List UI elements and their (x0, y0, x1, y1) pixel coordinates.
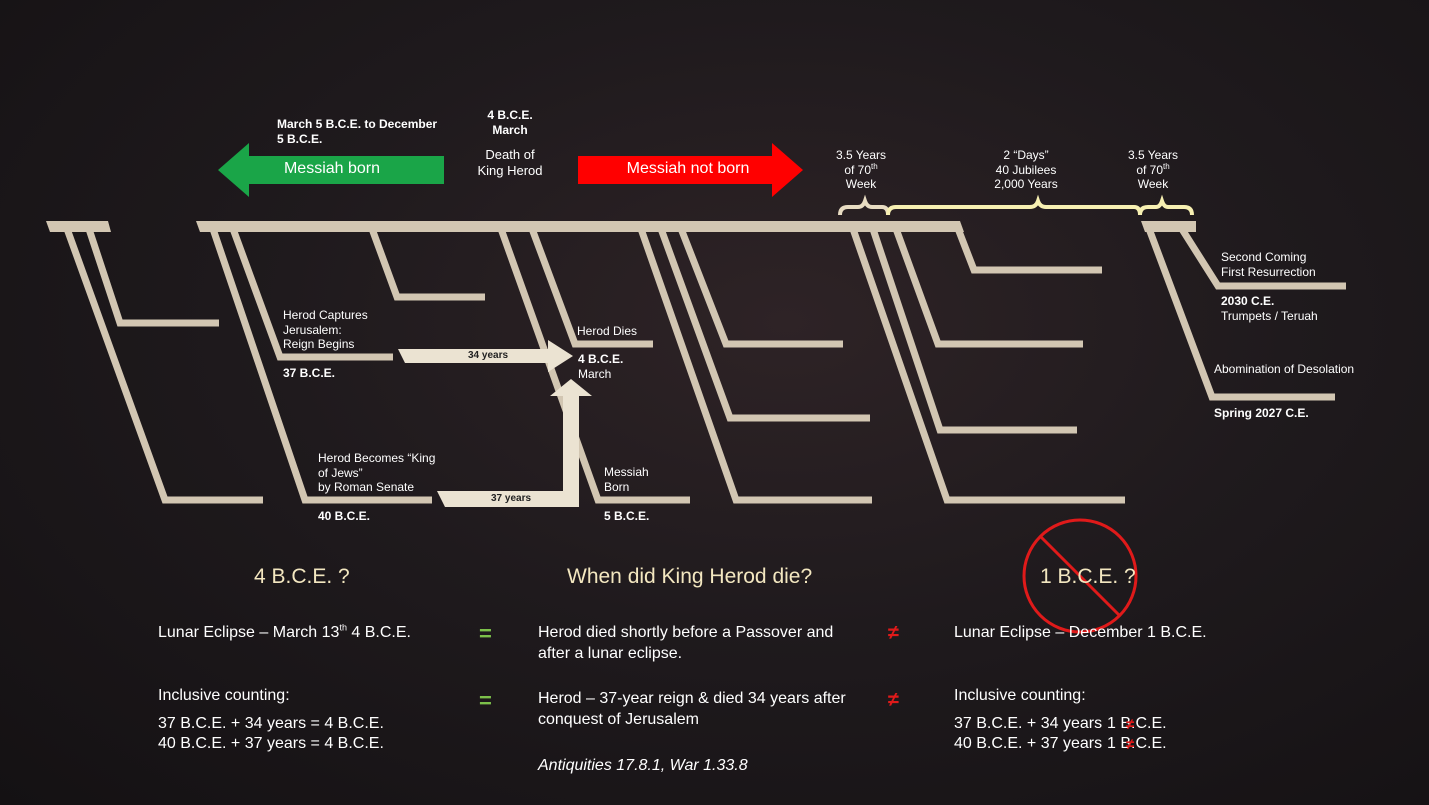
messiah-born-arrow (218, 143, 444, 197)
not-equal-sign-1: ≠ (888, 622, 899, 644)
row2-right-results: 1 B.C.E.1 B.C.E. (1107, 715, 1167, 752)
branch-d4 (953, 224, 1102, 274)
row2-right-title: Inclusive counting: (954, 687, 1086, 704)
right-heading: 1 B.C.E. ? (1040, 565, 1136, 588)
no-circle (1022, 518, 1138, 634)
branch-d2 (868, 224, 1077, 434)
strike-mark-2: ≠ (1126, 736, 1135, 753)
citation: Antiquities 17.8.1, War 1.33.8 (538, 757, 748, 774)
center-heading: When did King Herod die? (567, 565, 813, 588)
branch-c1 (636, 224, 872, 504)
left-heading: 4 B.C.E. ? (254, 565, 350, 588)
messiah-not-born-label: Messiah not born (626, 160, 750, 177)
arrow-34-years (398, 340, 573, 372)
branch-herod-dies (527, 224, 653, 348)
years-37-label: 37 years (491, 493, 532, 504)
row2-left-title: Inclusive counting: (158, 687, 290, 704)
branch-d3 (891, 224, 1083, 348)
equals-sign-2: = (479, 688, 492, 713)
brace-two-days (886, 194, 1142, 216)
branch-d1 (848, 224, 1125, 504)
brace-right-week (1138, 194, 1194, 216)
branch-c3 (676, 224, 843, 348)
herod-death-date: 4 B.C.E.March (487, 108, 533, 137)
messiah-born-label: Messiah born (283, 160, 381, 177)
not-equal-sign-2: ≠ (888, 689, 899, 711)
date-37-bce: 37 B.C.E. (283, 366, 336, 380)
no-slash (1038, 534, 1122, 618)
arrow-37-years (437, 379, 592, 507)
herod-dies-label: Herod Dies (577, 324, 638, 338)
branch-37bce (228, 224, 393, 361)
branch-2030 (1177, 224, 1346, 290)
messiah-not-born-arrow (578, 143, 803, 197)
years-34-label: 34 years (468, 350, 509, 361)
beam-main (196, 221, 964, 232)
branch-40bce (208, 224, 432, 504)
date-2027: Spring 2027 C.E. (1214, 406, 1309, 420)
date-2030: 2030 C.E.Trumpets / Teruah (1221, 294, 1318, 323)
brace-left-week (838, 194, 890, 216)
row1-center: Herod died shortly before a Passover and… (538, 624, 834, 662)
date-5-bce: 5 B.C.E. (604, 509, 650, 523)
branch-2027 (1144, 224, 1335, 401)
abomination-label: Abomination of Desolation (1214, 362, 1355, 376)
equals-sign-1: = (479, 621, 492, 646)
herod-dies-date: 4 B.C.E.March (578, 352, 624, 381)
branch-c2 (656, 224, 870, 422)
row1-left: Lunar Eclipse – March 13th 4 B.C.E. (158, 622, 411, 641)
row2-center: Herod – 37-year reign & died 34 years af… (538, 690, 846, 728)
branch-5bce (496, 224, 690, 504)
beam-left-stub (46, 221, 111, 232)
branch-left-inner (84, 224, 219, 327)
date-40-bce: 40 B.C.E. (318, 509, 371, 523)
branch-upper-a (367, 224, 485, 301)
branch-left-outer (62, 224, 263, 504)
row2-left-lines: 37 B.C.E. + 34 years = 4 B.C.E.40 B.C.E.… (158, 715, 384, 752)
row1-right: Lunar Eclipse – December 1 B.C.E. (954, 624, 1207, 641)
strike-mark-1: ≠ (1126, 716, 1135, 733)
